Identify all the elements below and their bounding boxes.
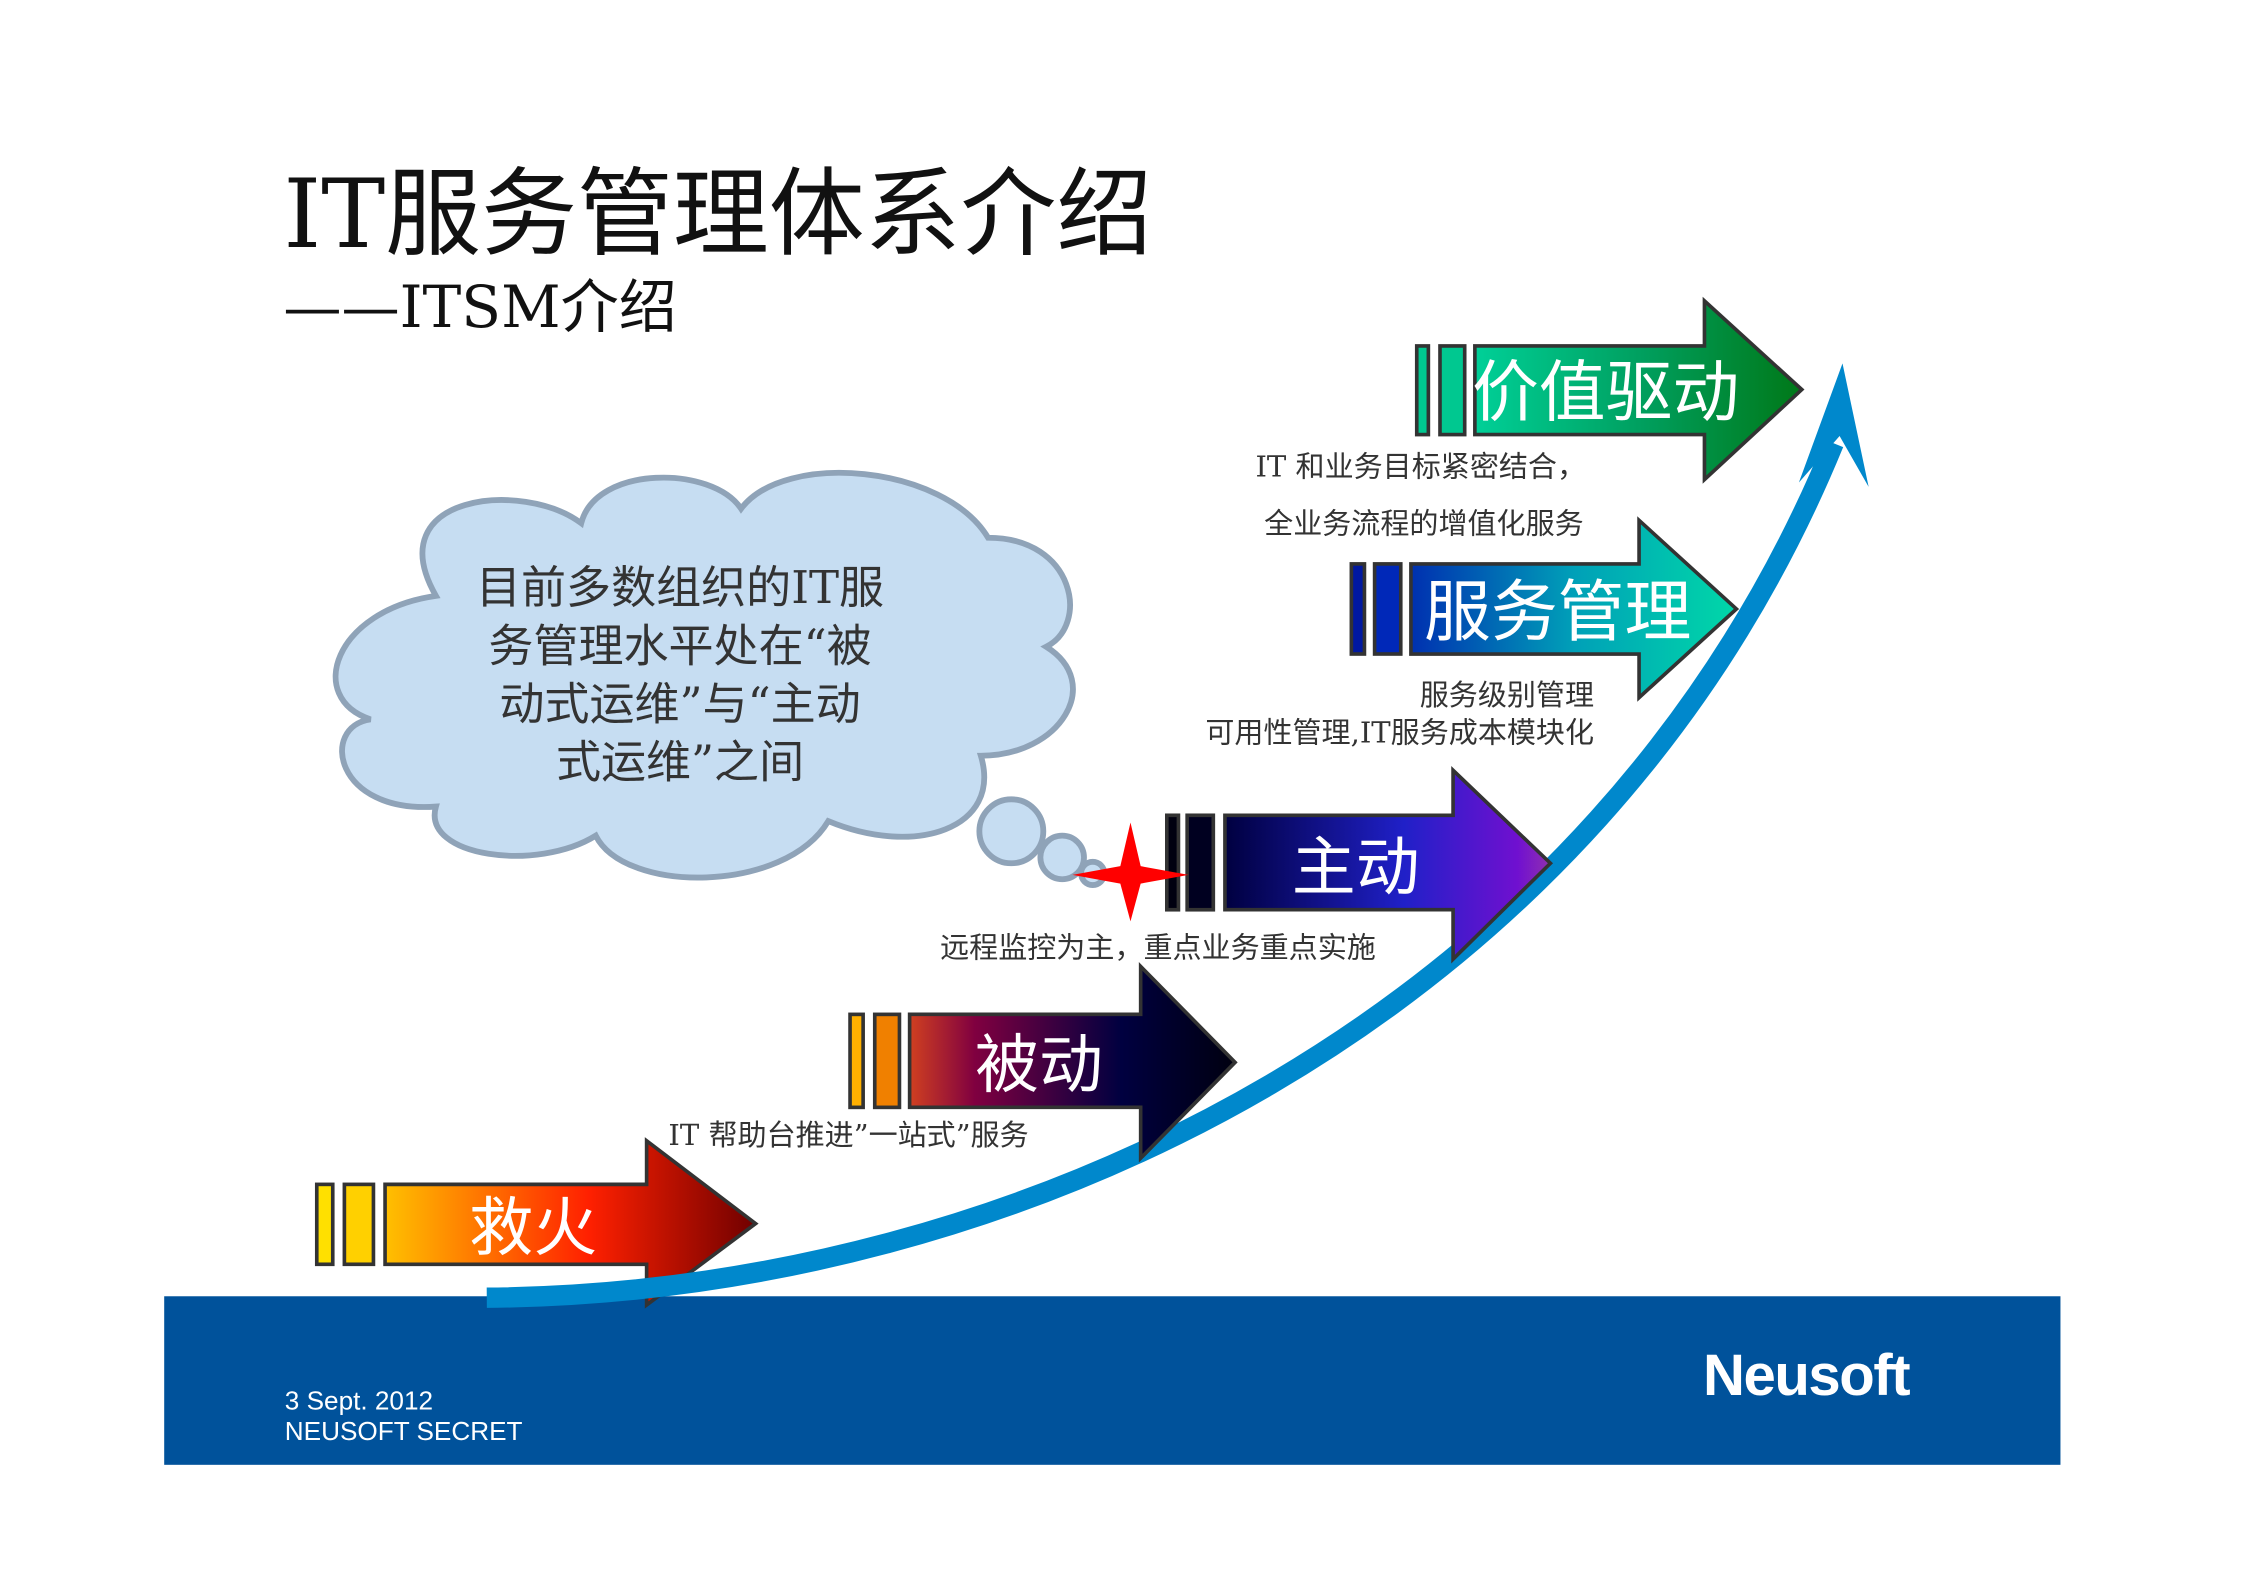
neusoft-logo: Neusoft [1703,1343,1910,1408]
cloud-text-line: 目前多数组织的IT服 [476,561,884,614]
stage-arrow-proactive [1165,766,1554,964]
footer-date: 3 Sept. 2012 [285,1386,433,1416]
page-subtitle: ——ITSM介绍 [283,273,676,341]
stage-arrow-service-management [1349,516,1740,702]
footer-band [164,1296,2061,1465]
cloud-text-line: 务管理水平处在“被 [488,619,871,672]
growth-curve-arrow [486,363,1869,1308]
stage-arrow-value-driven [1414,296,1805,484]
stage-arrow-passive [848,961,1238,1163]
thought-bubble [1037,832,1087,883]
footer-classification: NEUSOFT SECRET [285,1416,523,1446]
stage-caption: 全业务流程的增值化服务 [1264,506,1584,540]
cloud-text-line: 动式运维”与“主动 [499,677,860,730]
stage-caption: IT 和业务目标紧密结合， [1255,450,1586,484]
page-title: IT服务管理体系介绍 [283,158,1152,270]
stage-label: 主动 [1292,831,1420,905]
star-icon [1072,822,1189,922]
stage-caption: IT 帮助台推进”一站式”服务 [668,1118,1028,1152]
stage-arrow-firefighting [314,1137,759,1309]
stage-label: 被动 [975,1029,1103,1103]
thought-bubble [976,796,1047,867]
stage-caption: 远程监控为主，重点业务重点实施 [940,931,1376,965]
stage-label: 救火 [469,1192,597,1266]
stage-caption: 服务级别管理 [1420,678,1594,712]
stage-caption: 可用性管理,IT服务成本模块化 [1205,716,1594,750]
thought-cloud [332,470,1108,888]
cloud-text-line: 式运维”之间 [556,736,804,789]
stage-label: 价值驱动 [1472,354,1739,432]
stage-label: 服务管理 [1424,573,1691,651]
